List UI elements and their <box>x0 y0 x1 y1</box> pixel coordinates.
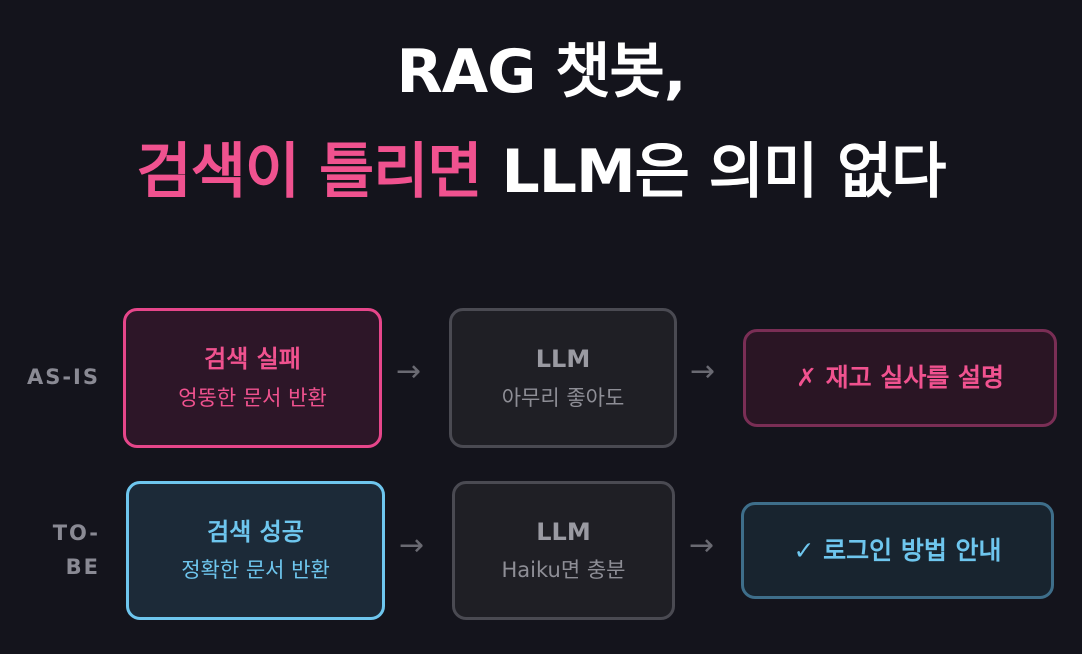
as-is-arrow-1: → <box>396 354 422 389</box>
row-label-as-is: AS-IS <box>26 365 100 389</box>
title-rest: LLM은 의미 없다 <box>481 137 947 207</box>
to-be-llm-title: LLM <box>536 517 591 546</box>
to-be-retrieval-title: 검색 성공 <box>207 517 304 546</box>
to-be-result-text: 로그인 방법 안내 <box>823 535 1002 565</box>
check-icon: ✓ <box>793 535 815 565</box>
row-label-to-be: TO- BE <box>30 516 100 584</box>
as-is-llm-box: LLM 아무리 좋아도 <box>449 308 677 448</box>
as-is-retrieval-box: 검색 실패 엉뚱한 문서 반환 <box>123 308 382 448</box>
as-is-result-text: 재고 실사를 설명 <box>825 363 1005 392</box>
title-highlight: 검색이 틀리면 <box>136 137 483 207</box>
to-be-llm-box: LLM Haiku면 충분 <box>452 481 675 620</box>
as-is-result: ✗ 재고 실사를 설명 <box>796 363 1004 393</box>
to-be-result: ✓ 로그인 방법 안내 <box>793 536 1001 566</box>
to-be-arrow-1: → <box>399 528 425 563</box>
to-be-llm-desc: Haiku면 충분 <box>501 558 626 583</box>
title-line-1: RAG 챗봇, <box>396 37 687 107</box>
to-be-arrow-2: → <box>689 528 715 563</box>
as-is-arrow-2: → <box>690 354 716 389</box>
row-label-to-be-line2: BE <box>65 555 100 579</box>
as-is-llm-desc: 아무리 좋아도 <box>501 385 625 410</box>
to-be-retrieval-desc: 정확한 문서 반환 <box>181 558 330 583</box>
as-is-result-box: ✗ 재고 실사를 설명 <box>743 329 1057 427</box>
to-be-retrieval-box: 검색 성공 정확한 문서 반환 <box>126 481 385 620</box>
title-line-2: 검색이 틀리면 LLM은 의미 없다 <box>0 142 1082 202</box>
row-label-to-be-line1: TO- <box>52 521 100 545</box>
to-be-result-box: ✓ 로그인 방법 안내 <box>741 502 1054 599</box>
as-is-retrieval-title: 검색 실패 <box>204 345 301 373</box>
cross-icon: ✗ <box>795 363 817 392</box>
as-is-llm-title: LLM <box>535 345 591 373</box>
as-is-retrieval-desc: 엉뚱한 문서 반환 <box>178 385 327 410</box>
